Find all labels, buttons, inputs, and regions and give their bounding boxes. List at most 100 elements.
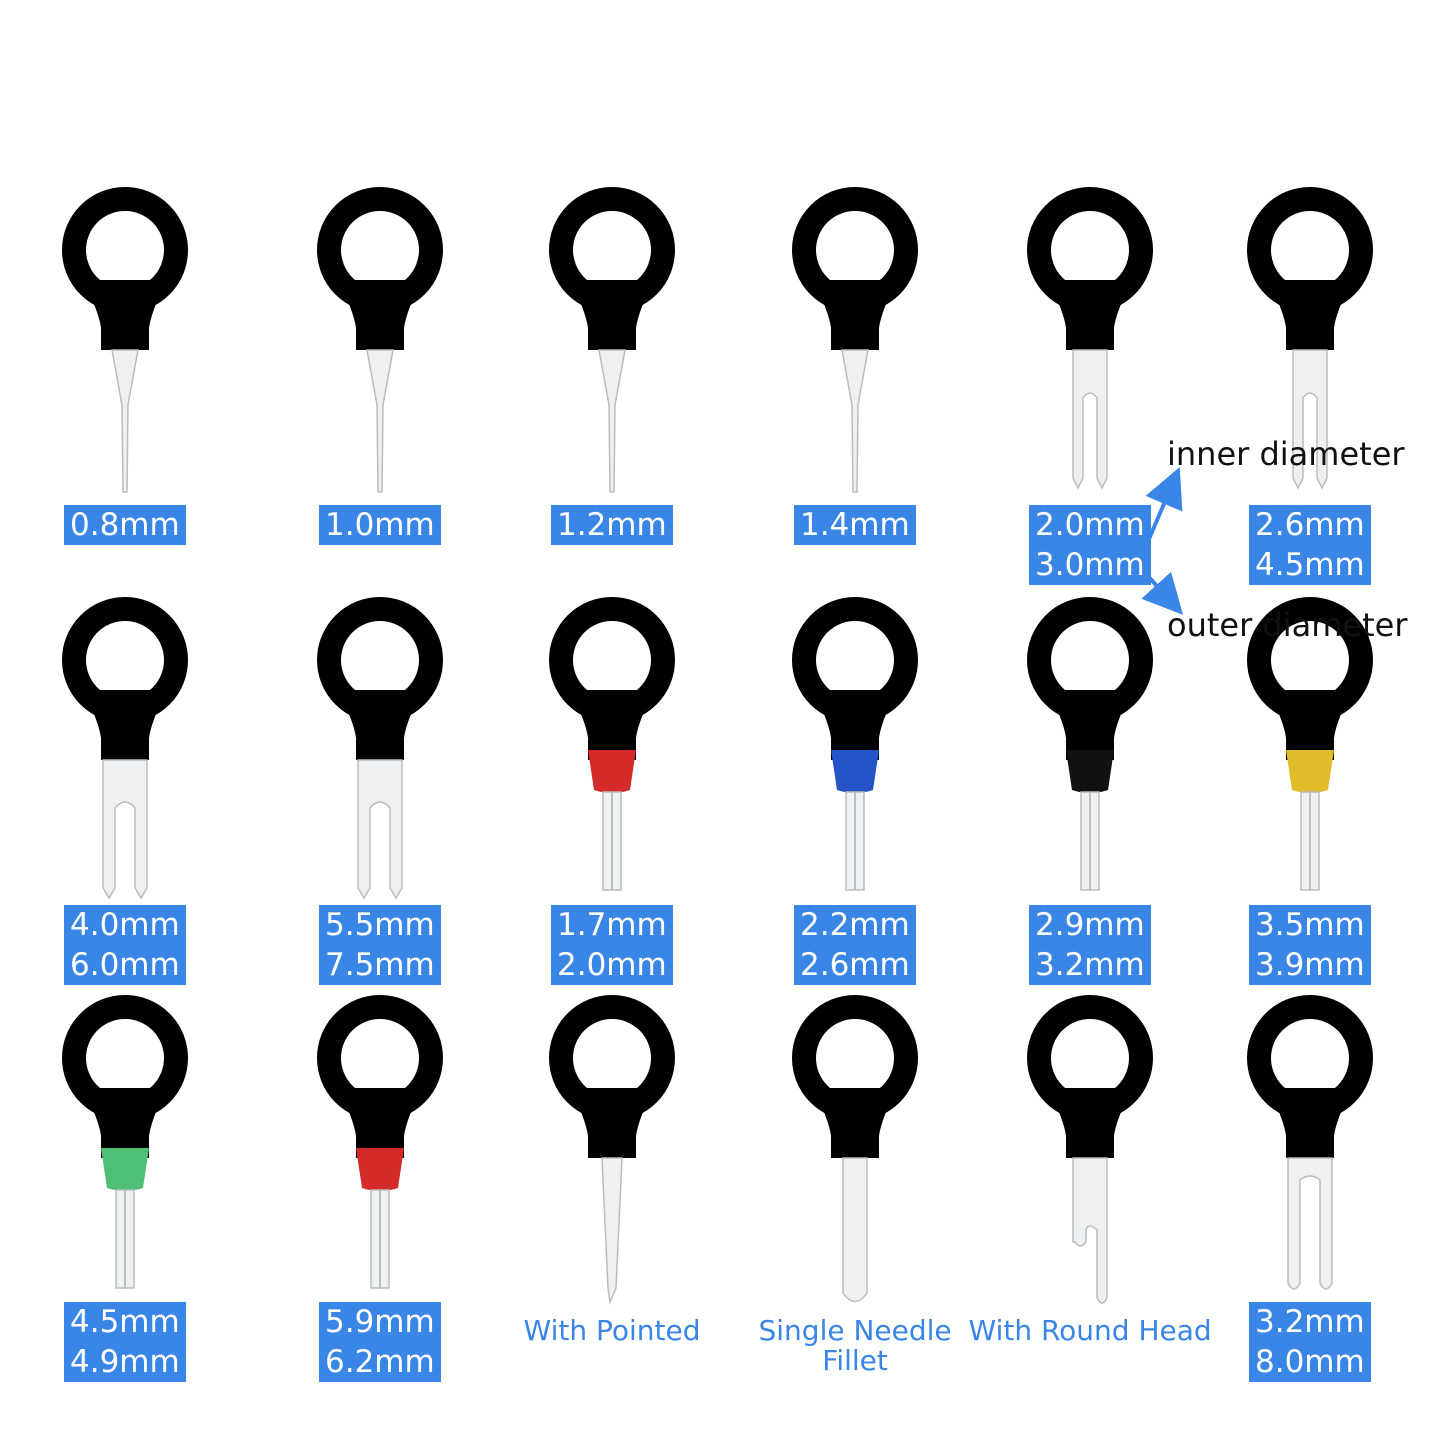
size-label-line: 4.9mm <box>70 1344 180 1380</box>
size-label: 3.5mm 3.9mm <box>1249 905 1371 985</box>
collar-blue <box>831 750 879 793</box>
size-label: 1.0mm <box>319 505 441 545</box>
size-label: 2.0mm 3.0mm <box>1029 505 1151 585</box>
inner-diameter-arrow <box>1144 466 1183 547</box>
tool-10 <box>792 597 918 891</box>
size-label-line: 7.5mm <box>325 947 435 983</box>
size-label: 1.4mm <box>794 505 916 545</box>
tool-caption: With Round Head <box>969 1316 1212 1346</box>
size-label-line: 6.2mm <box>325 1344 435 1380</box>
ring-handle-icon <box>1247 187 1373 313</box>
tool-12 <box>1247 597 1373 891</box>
needle-tip <box>598 349 626 493</box>
size-label-line: 3.9mm <box>1255 947 1365 983</box>
ring-handle-icon <box>62 995 188 1121</box>
collar-green <box>101 1148 149 1191</box>
tool-caption-line: Fillet <box>822 1344 888 1377</box>
needle-tip <box>841 349 869 493</box>
size-label-line: 0.8mm <box>70 507 180 543</box>
size-label: 1.7mm 2.0mm <box>551 905 673 985</box>
wide-fork-tip <box>102 759 148 900</box>
tool-4 <box>792 187 918 493</box>
ring-handle-icon <box>1027 187 1153 313</box>
collar-black <box>1066 750 1114 793</box>
fork-tip <box>1072 349 1108 490</box>
outer-diameter-annotation: outer diameter <box>1167 606 1408 644</box>
ring-handle-icon <box>549 187 675 313</box>
size-label-line: 1.4mm <box>800 507 910 543</box>
size-label-line: 4.5mm <box>70 1304 180 1340</box>
size-label: 2.9mm 3.2mm <box>1029 905 1151 985</box>
ring-handle-icon <box>549 995 675 1121</box>
size-label: 5.9mm 6.2mm <box>319 1302 441 1382</box>
size-label: 0.8mm <box>64 505 186 545</box>
tool-caption-line: With Pointed <box>523 1314 701 1347</box>
ring-handle-icon <box>792 995 918 1121</box>
fillet-tip <box>842 1157 868 1303</box>
size-label-line: 2.0mm <box>557 947 667 983</box>
needle-tip <box>366 349 394 493</box>
ring-handle-icon <box>317 995 443 1121</box>
outer-diameter-arrow <box>1141 571 1184 615</box>
tool-15 <box>549 995 675 1305</box>
pointed-tip <box>601 1157 623 1305</box>
size-label: 2.2mm 2.6mm <box>794 905 916 985</box>
ring-handle-icon <box>62 187 188 313</box>
size-label-line: 3.2mm <box>1255 1304 1365 1340</box>
hook-tip <box>1072 1157 1108 1304</box>
needle-tip <box>111 349 139 493</box>
tool-caption-line: Single Needle <box>758 1314 952 1347</box>
inner-diameter-annotation: inner diameter <box>1167 435 1405 473</box>
ring-handle-icon <box>549 597 675 723</box>
tool-6 <box>1247 187 1373 490</box>
tool-3 <box>549 187 675 493</box>
ring-handle-icon <box>1027 597 1153 723</box>
size-label-line: 2.0mm <box>1035 507 1145 543</box>
ring-handle-icon <box>1247 597 1373 723</box>
fork-tip <box>1292 349 1328 490</box>
size-label-line: 2.9mm <box>1035 907 1145 943</box>
size-label-line: 3.0mm <box>1035 547 1145 583</box>
wide-fork-tip <box>357 759 403 900</box>
size-label-line: 1.0mm <box>325 507 435 543</box>
tool-17 <box>1027 995 1153 1304</box>
tool-16 <box>792 995 918 1303</box>
size-label-line: 3.5mm <box>1255 907 1365 943</box>
tool-18 <box>1247 995 1373 1290</box>
size-label-line: 1.2mm <box>557 507 667 543</box>
tool-1 <box>62 187 188 493</box>
diameter-arrows <box>1141 466 1184 615</box>
tool-14 <box>317 995 443 1289</box>
tool-2 <box>317 187 443 493</box>
tool-caption-line: With Round Head <box>968 1314 1212 1347</box>
tool-caption: With Pointed <box>524 1316 701 1346</box>
size-label-line: 1.7mm <box>557 907 667 943</box>
collar-red <box>356 1148 404 1191</box>
tool-5 <box>1027 187 1153 490</box>
size-label: 4.5mm 4.9mm <box>64 1302 186 1382</box>
tool-8 <box>317 597 443 900</box>
size-label-line: 5.9mm <box>325 1304 435 1340</box>
ring-handle-icon <box>1027 995 1153 1121</box>
tool-11 <box>1027 597 1153 891</box>
tool-9 <box>549 597 675 891</box>
size-label-line: 2.2mm <box>800 907 910 943</box>
tool-13 <box>62 995 188 1289</box>
size-label-line: 6.0mm <box>70 947 180 983</box>
ring-handle-icon <box>792 597 918 723</box>
collar-yellow <box>1286 750 1334 793</box>
size-label-line: 2.6mm <box>800 947 910 983</box>
ring-handle-icon <box>792 187 918 313</box>
size-label: 5.5mm 7.5mm <box>319 905 441 985</box>
size-label-line: 8.0mm <box>1255 1344 1365 1380</box>
collar-red <box>588 750 636 793</box>
size-label-line: 4.5mm <box>1255 547 1365 583</box>
size-label: 3.2mm 8.0mm <box>1249 1302 1371 1382</box>
size-label-line: 3.2mm <box>1035 947 1145 983</box>
ring-handle-icon <box>1247 995 1373 1121</box>
size-label-line: 5.5mm <box>325 907 435 943</box>
